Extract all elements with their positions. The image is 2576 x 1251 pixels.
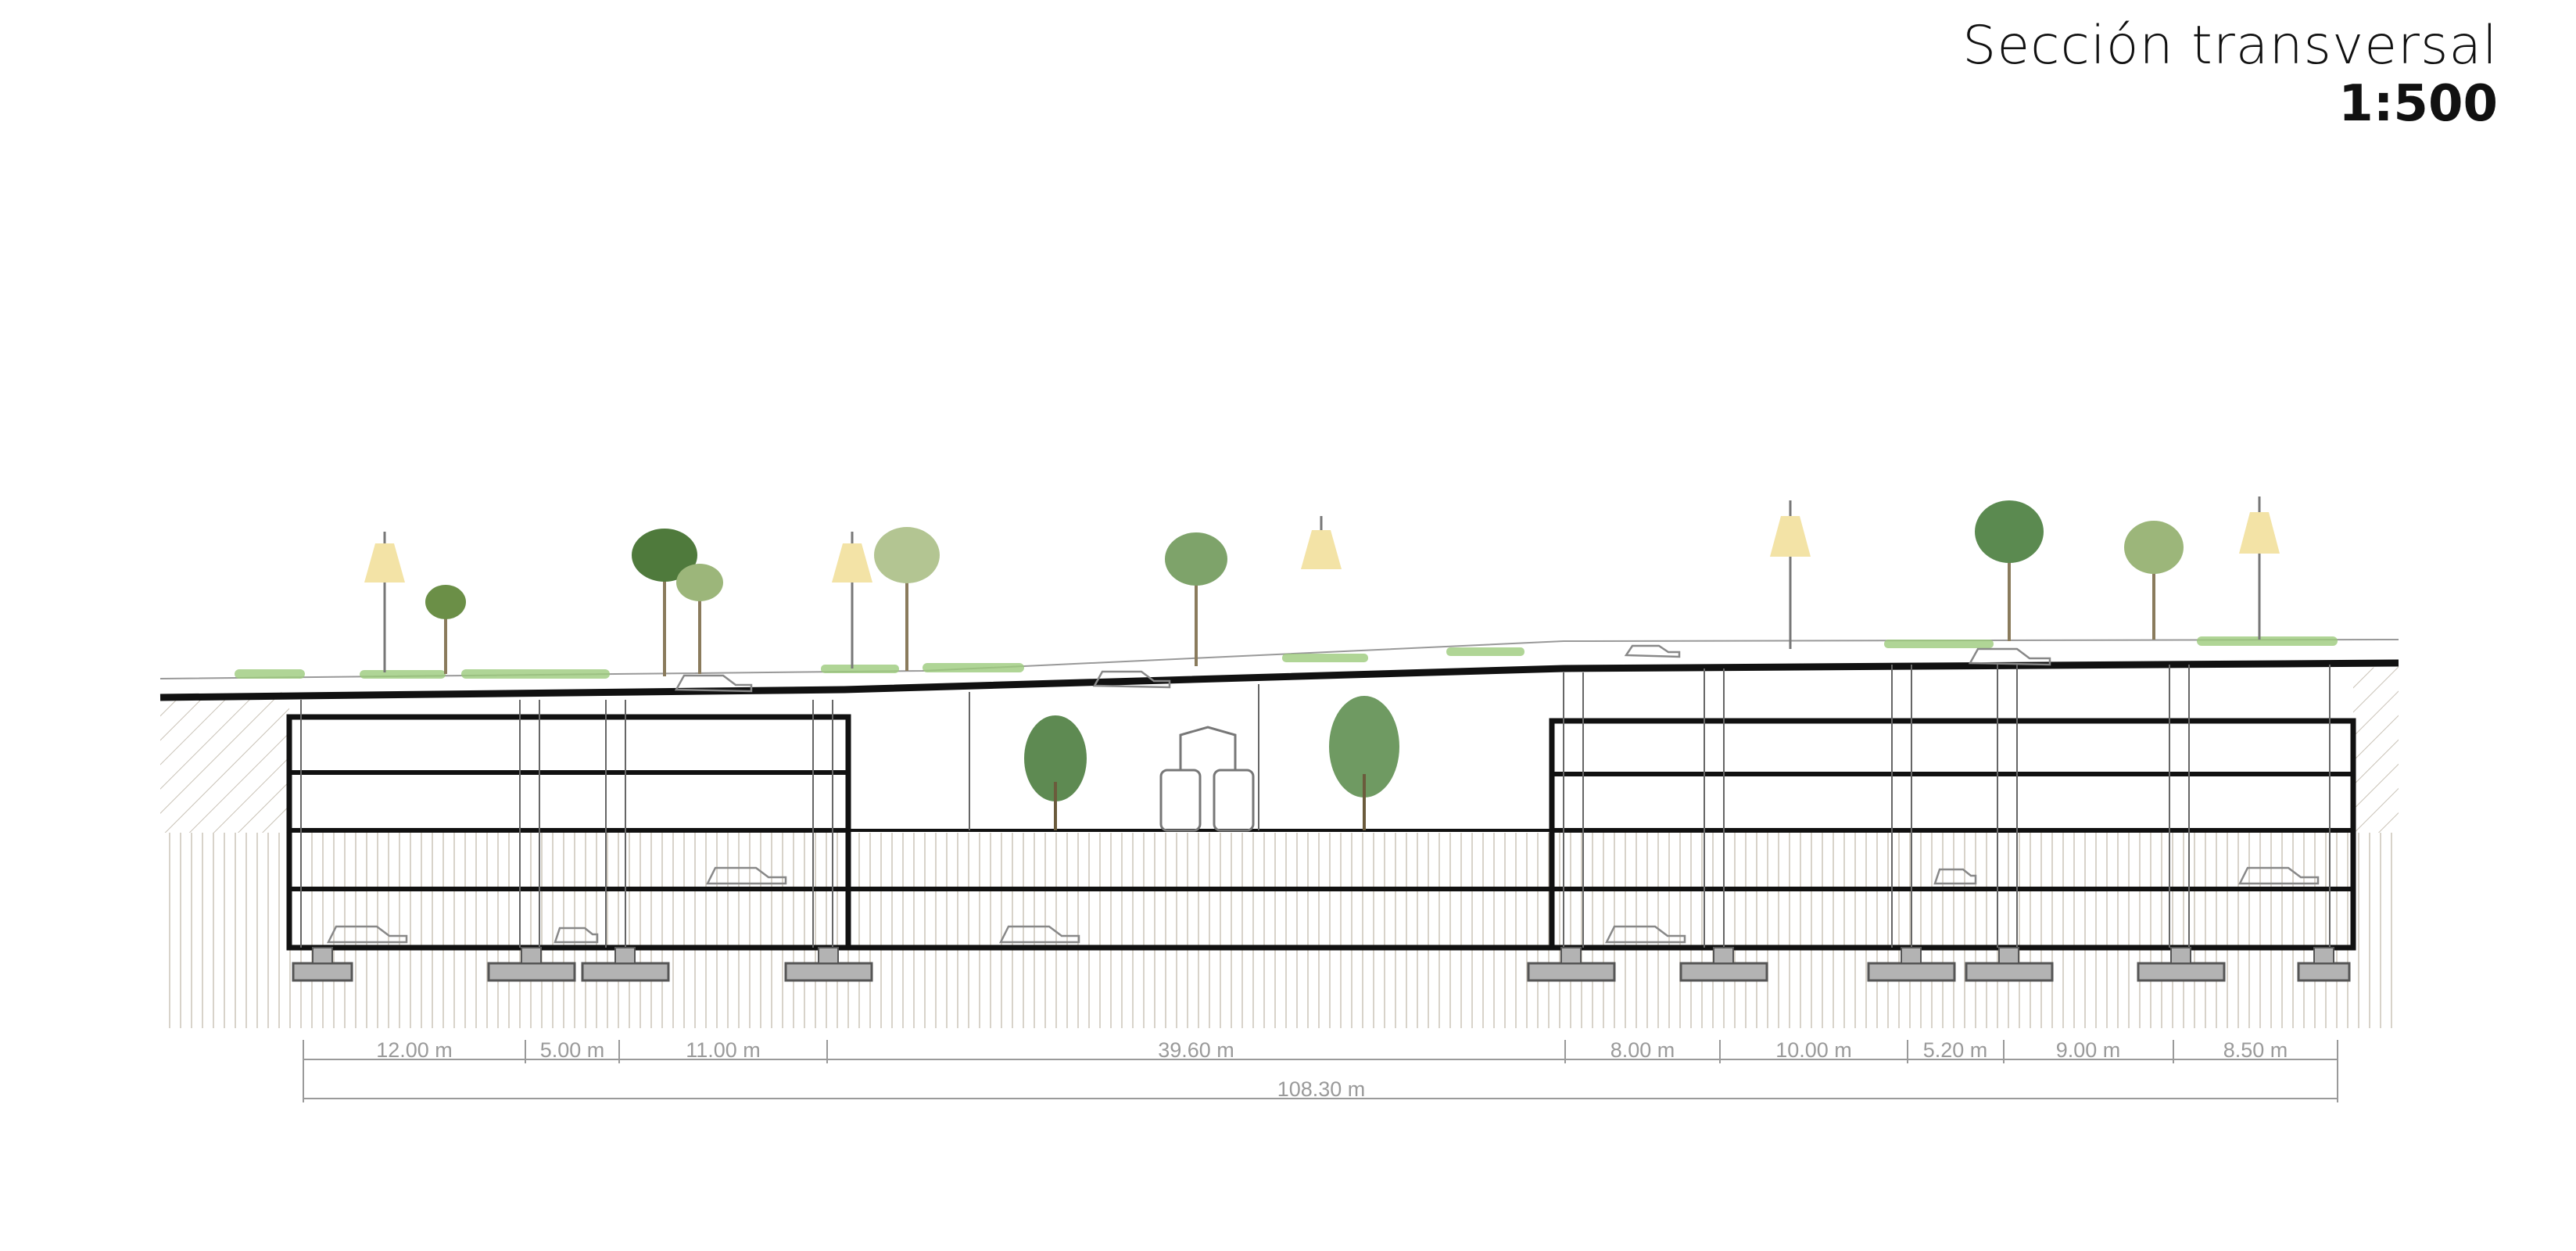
palm-2 xyxy=(632,529,697,676)
soil-upper-hatch xyxy=(160,666,2399,833)
palm-6 xyxy=(1975,500,2044,641)
soil-lower-hatch xyxy=(160,833,2399,1028)
lamp-4 xyxy=(1770,500,1811,649)
palm-3 xyxy=(676,564,723,674)
palm-4 xyxy=(874,527,940,671)
lamp-1 xyxy=(364,532,405,672)
dimension-labels: 12.00 m 5.00 m 11.00 m 39.60 m 8.00 m 10… xyxy=(376,1038,2288,1101)
dim-label-9: 8.50 m xyxy=(2223,1038,2288,1062)
parking-cars xyxy=(326,866,2320,944)
roof-slab xyxy=(159,659,2399,701)
plaza-trees xyxy=(1024,696,1399,830)
dim-label-6: 10.00 m xyxy=(1775,1038,1852,1062)
palm-1 xyxy=(425,585,466,674)
title-block: Sección transversal 1:500 xyxy=(1962,15,2498,134)
dim-label-1: 12.00 m xyxy=(376,1038,453,1062)
dimension-lines xyxy=(303,1040,2338,1102)
dim-label-3: 11.00 m xyxy=(686,1038,761,1062)
palm-7 xyxy=(2124,521,2184,640)
left-building xyxy=(286,714,851,951)
dim-label-4: 39.60 m xyxy=(1158,1038,1234,1062)
dim-label-total: 108.30 m xyxy=(1277,1077,1366,1101)
street-lamps xyxy=(364,496,2280,672)
dim-label-2: 5.00 m xyxy=(540,1038,605,1062)
dim-label-8: 9.00 m xyxy=(2056,1038,2121,1062)
surface-cars xyxy=(674,644,2051,693)
left-columns xyxy=(300,700,833,948)
drawing-title: Sección transversal xyxy=(1962,15,2498,77)
hedges xyxy=(235,636,2338,679)
dim-label-7: 5.20 m xyxy=(1923,1038,1988,1062)
lamp-5 xyxy=(2239,496,2280,640)
central-plaza xyxy=(848,684,1552,951)
palm-5 xyxy=(1165,532,1227,666)
lamp-2 xyxy=(832,532,872,669)
footing-stems xyxy=(312,947,2334,964)
dim-label-5: 8.00 m xyxy=(1610,1038,1675,1062)
trams xyxy=(1159,726,1255,832)
drawing-scale: 1:500 xyxy=(2338,75,2498,134)
right-columns xyxy=(1563,665,2331,948)
lamp-3 xyxy=(1301,516,1342,569)
palm-trees xyxy=(425,500,2184,676)
right-building xyxy=(1549,718,2356,951)
